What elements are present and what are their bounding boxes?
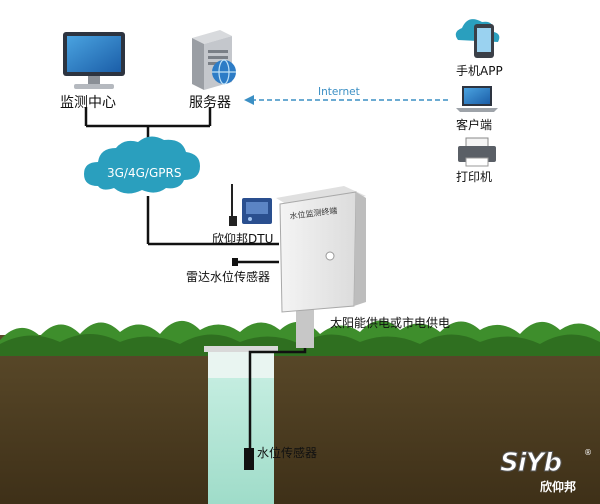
network-label: 3G/4G/GPRS bbox=[107, 166, 182, 180]
logo-mark: SiYb bbox=[499, 448, 562, 479]
water-body bbox=[208, 378, 274, 504]
monitor-icon bbox=[63, 32, 125, 89]
ground bbox=[0, 320, 600, 504]
cabinet-lock-icon bbox=[325, 251, 335, 261]
internet-label: Internet bbox=[318, 86, 360, 98]
logo-registered: ® bbox=[584, 448, 592, 457]
monitoring-cabinet bbox=[276, 186, 366, 348]
mobile-app-label: 手机APP bbox=[456, 64, 503, 78]
server-icon bbox=[192, 30, 236, 90]
laptop-icon bbox=[456, 86, 498, 112]
dtu-label: 欣仰邦DTU bbox=[212, 232, 274, 246]
client-label: 客户端 bbox=[456, 118, 493, 132]
network-cloud bbox=[84, 136, 200, 194]
phone-icon bbox=[455, 19, 500, 58]
water-sensor-probe-icon bbox=[244, 448, 254, 470]
brand-logo: SiYb ® 欣仰邦 bbox=[499, 448, 592, 496]
logo-name: 欣仰邦 bbox=[540, 480, 577, 494]
server-label: 服务器 bbox=[189, 95, 231, 111]
water-sensor-label: 水位传感器 bbox=[257, 446, 318, 460]
water-well bbox=[204, 346, 278, 504]
radar-sensor-label: 雷达水位传感器 bbox=[186, 270, 271, 284]
dtu-device bbox=[229, 184, 272, 226]
printer-label: 打印机 bbox=[456, 170, 493, 184]
radar-sensor-icon bbox=[232, 258, 238, 266]
internet-link bbox=[244, 95, 448, 105]
printer-icon bbox=[458, 137, 496, 167]
power-label: 太阳能供电或市电供电 bbox=[330, 316, 451, 330]
monitor-center-label: 监测中心 bbox=[60, 95, 116, 111]
